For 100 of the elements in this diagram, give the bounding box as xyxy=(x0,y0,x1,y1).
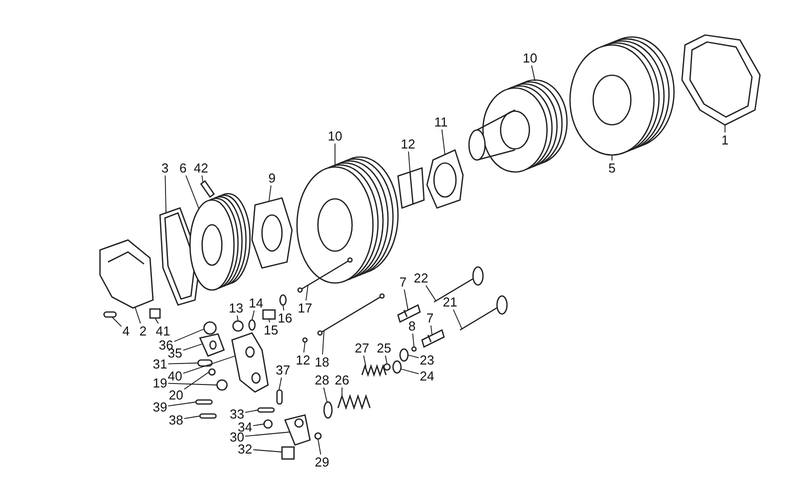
leader-line xyxy=(408,354,420,358)
ring-drawing xyxy=(279,294,287,306)
leader-line xyxy=(244,432,290,437)
nut-drawing xyxy=(232,320,244,332)
valve-spring-drawing xyxy=(337,394,371,410)
callout-number: 10 xyxy=(328,130,342,142)
leader-line xyxy=(430,325,432,336)
callout-number: 41 xyxy=(156,324,170,338)
callout-number: 3 xyxy=(161,162,169,174)
leader-line xyxy=(112,316,122,327)
callout-number: 24 xyxy=(420,370,434,382)
pushrod-drawing xyxy=(297,257,353,293)
callout-number: 14 xyxy=(248,296,264,310)
leader-line xyxy=(182,356,236,374)
leader-line xyxy=(168,382,218,386)
leader-line xyxy=(363,355,366,368)
leader-line xyxy=(404,289,408,310)
leader-line xyxy=(174,328,204,342)
leader-line xyxy=(164,175,166,214)
callout-number: 12 xyxy=(400,138,416,150)
spring-cap-drawing xyxy=(323,401,333,419)
callout-number: 33 xyxy=(230,408,244,420)
rocker-arm-drawing xyxy=(284,414,311,446)
ring-drawing xyxy=(314,432,322,440)
leader-line xyxy=(268,185,272,202)
callout-number: 39 xyxy=(152,400,168,414)
cylinder-sleeve-drawing xyxy=(397,167,425,209)
nut-drawing xyxy=(263,419,273,429)
callout-number: 6 xyxy=(179,162,187,174)
callout-number: 18 xyxy=(314,356,330,368)
leader-line xyxy=(408,151,410,172)
leader-line xyxy=(252,449,282,452)
leader-line xyxy=(303,342,306,353)
bolt-drawing xyxy=(195,399,213,405)
callout-number: 16 xyxy=(278,312,292,324)
pin-drawing xyxy=(411,346,417,352)
callout-number: 37 xyxy=(276,364,290,376)
cylinder-drawing xyxy=(468,79,568,173)
callout-number: 28 xyxy=(314,374,330,386)
callout-number: 2 xyxy=(139,324,147,338)
callout-number: 27 xyxy=(354,342,370,354)
washer-drawing xyxy=(208,368,216,376)
leader-line xyxy=(531,65,536,82)
leader-line xyxy=(154,318,159,324)
leader-line xyxy=(268,318,270,323)
rocker-cover-drawing xyxy=(681,34,761,126)
rocker-arm-drawing xyxy=(199,333,225,357)
valve-spring-drawing xyxy=(361,364,387,378)
leader-line xyxy=(400,368,420,374)
valve-guide-drawing xyxy=(397,304,421,323)
callout-number: 36 xyxy=(158,338,174,352)
leader-line xyxy=(282,304,284,311)
gasket-drawing xyxy=(251,197,293,269)
callout-number: 13 xyxy=(228,302,244,314)
leader-line xyxy=(334,143,336,168)
leader-line xyxy=(452,309,462,330)
callout-number: 17 xyxy=(298,302,312,314)
callout-number: 4 xyxy=(122,324,130,338)
o-ring-drawing xyxy=(248,319,256,331)
cylinder-head-drawing xyxy=(569,36,675,156)
bolt-drawing xyxy=(103,311,117,318)
leader-line xyxy=(182,344,202,351)
shaft-drawing xyxy=(197,359,213,367)
valve-guide-drawing xyxy=(421,329,445,348)
block-drawing xyxy=(149,308,161,319)
leader-line xyxy=(278,377,282,390)
bolt-drawing xyxy=(199,413,217,419)
bush-drawing xyxy=(262,309,276,320)
callout-number: 7 xyxy=(399,276,407,288)
callout-number: 15 xyxy=(264,324,278,336)
leader-line xyxy=(184,372,210,390)
callout-number: 11 xyxy=(434,116,448,128)
callout-number: 9 xyxy=(268,172,276,184)
leader-line xyxy=(185,175,200,210)
callout-number: 29 xyxy=(314,456,330,468)
gasket-drawing xyxy=(426,149,464,209)
rocker-cover-drawing xyxy=(99,239,154,309)
callout-number: 19 xyxy=(152,376,168,390)
washer-drawing xyxy=(392,360,402,374)
collet-drawing xyxy=(383,363,391,371)
leader-line xyxy=(412,333,414,348)
leader-line xyxy=(134,306,141,324)
bolt-drawing xyxy=(257,407,275,413)
callout-number: 1 xyxy=(721,134,729,146)
knob-drawing xyxy=(203,321,217,335)
leader-line xyxy=(202,175,204,184)
callout-number: 21 xyxy=(442,296,458,308)
callout-number: 7 xyxy=(426,312,434,324)
stud-drawing xyxy=(200,180,215,198)
callout-number: 5 xyxy=(608,162,616,174)
leader-line xyxy=(252,310,255,320)
leader-line xyxy=(168,362,198,364)
callout-number: 20 xyxy=(168,388,184,402)
callout-number: 26 xyxy=(334,374,350,386)
callout-number: 40 xyxy=(168,370,182,382)
callout-number: 8 xyxy=(408,320,416,332)
cylinder-head-drawing xyxy=(189,192,251,291)
callout-number: 31 xyxy=(152,358,168,370)
leader-line xyxy=(252,424,264,426)
leader-line xyxy=(318,438,322,455)
